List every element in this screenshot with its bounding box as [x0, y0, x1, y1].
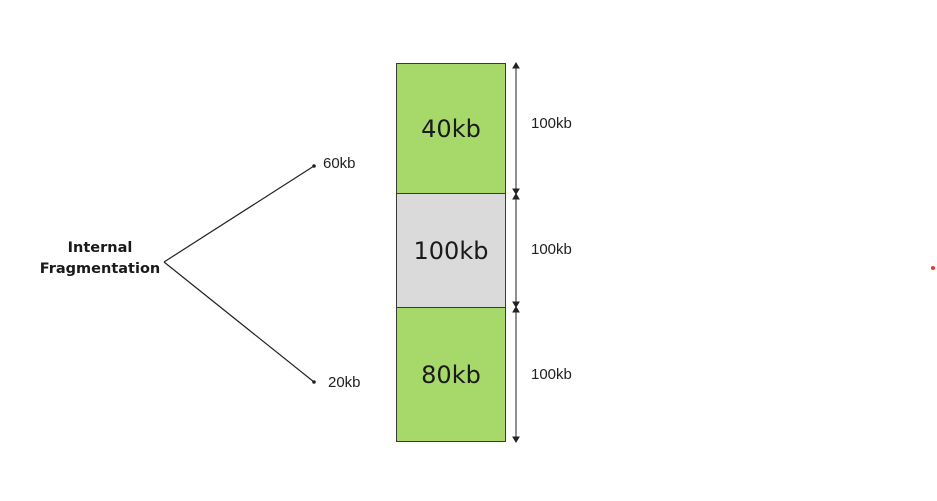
- accent-dot: [931, 266, 935, 270]
- branch-end-dot-upper: [312, 164, 316, 168]
- block-size-label-2: 100kb: [531, 241, 572, 258]
- fragment-label-upper: 60kb: [323, 155, 356, 172]
- branch-line-lower: [163, 261, 315, 383]
- dimension-arrow-2: [512, 193, 520, 308]
- dimension-arrow-3: [512, 306, 520, 443]
- memory-block-1: 40kb: [396, 63, 506, 194]
- memory-block-3: 80kb: [396, 307, 506, 442]
- block-size-label-1: 100kb: [531, 115, 572, 132]
- fragment-label-lower: 20kb: [328, 374, 361, 391]
- branch-end-dot-lower: [312, 380, 316, 384]
- title-line-2: Fragmentation: [39, 261, 161, 277]
- memory-block-2: 100kb: [396, 193, 506, 308]
- diagram-title: Internal Fragmentation: [26, 238, 174, 280]
- branch-line-upper: [163, 165, 315, 263]
- dimension-arrow-1: [512, 62, 520, 195]
- title-line-1: Internal: [67, 240, 133, 256]
- block-size-label-3: 100kb: [531, 366, 572, 383]
